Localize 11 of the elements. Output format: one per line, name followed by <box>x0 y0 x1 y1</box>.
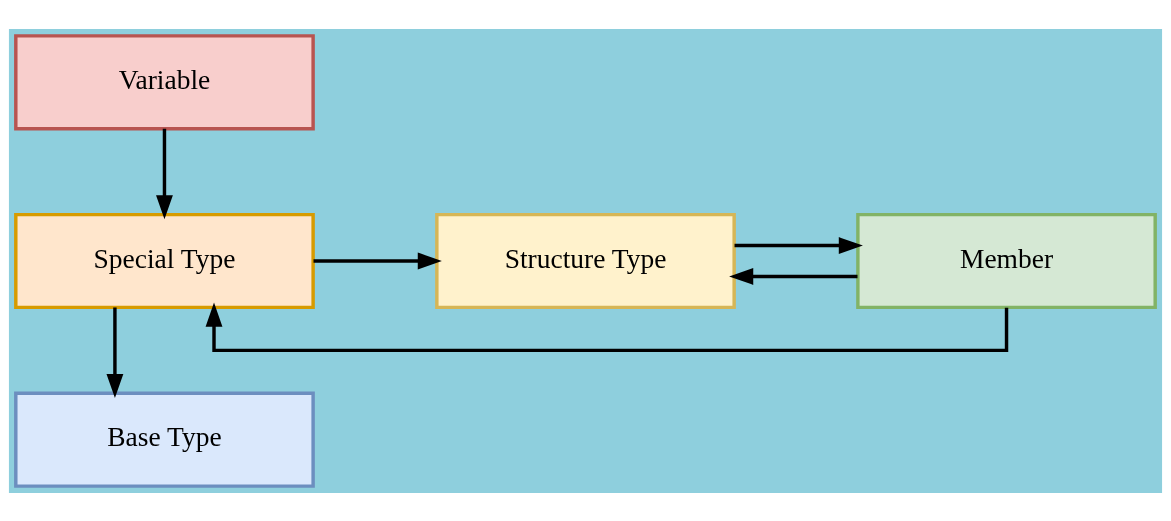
node-box: Variable <box>14 33 315 130</box>
node-box: Member <box>856 212 1157 309</box>
node-box: Special Type <box>14 212 315 309</box>
arrow <box>156 128 173 219</box>
node-box: Base Type <box>14 391 315 488</box>
arrow <box>734 236 863 254</box>
arrow <box>313 252 442 269</box>
arrow <box>106 307 124 398</box>
arrow <box>729 267 858 285</box>
arrow <box>205 302 1009 352</box>
node-box: Structure Type <box>435 212 736 309</box>
